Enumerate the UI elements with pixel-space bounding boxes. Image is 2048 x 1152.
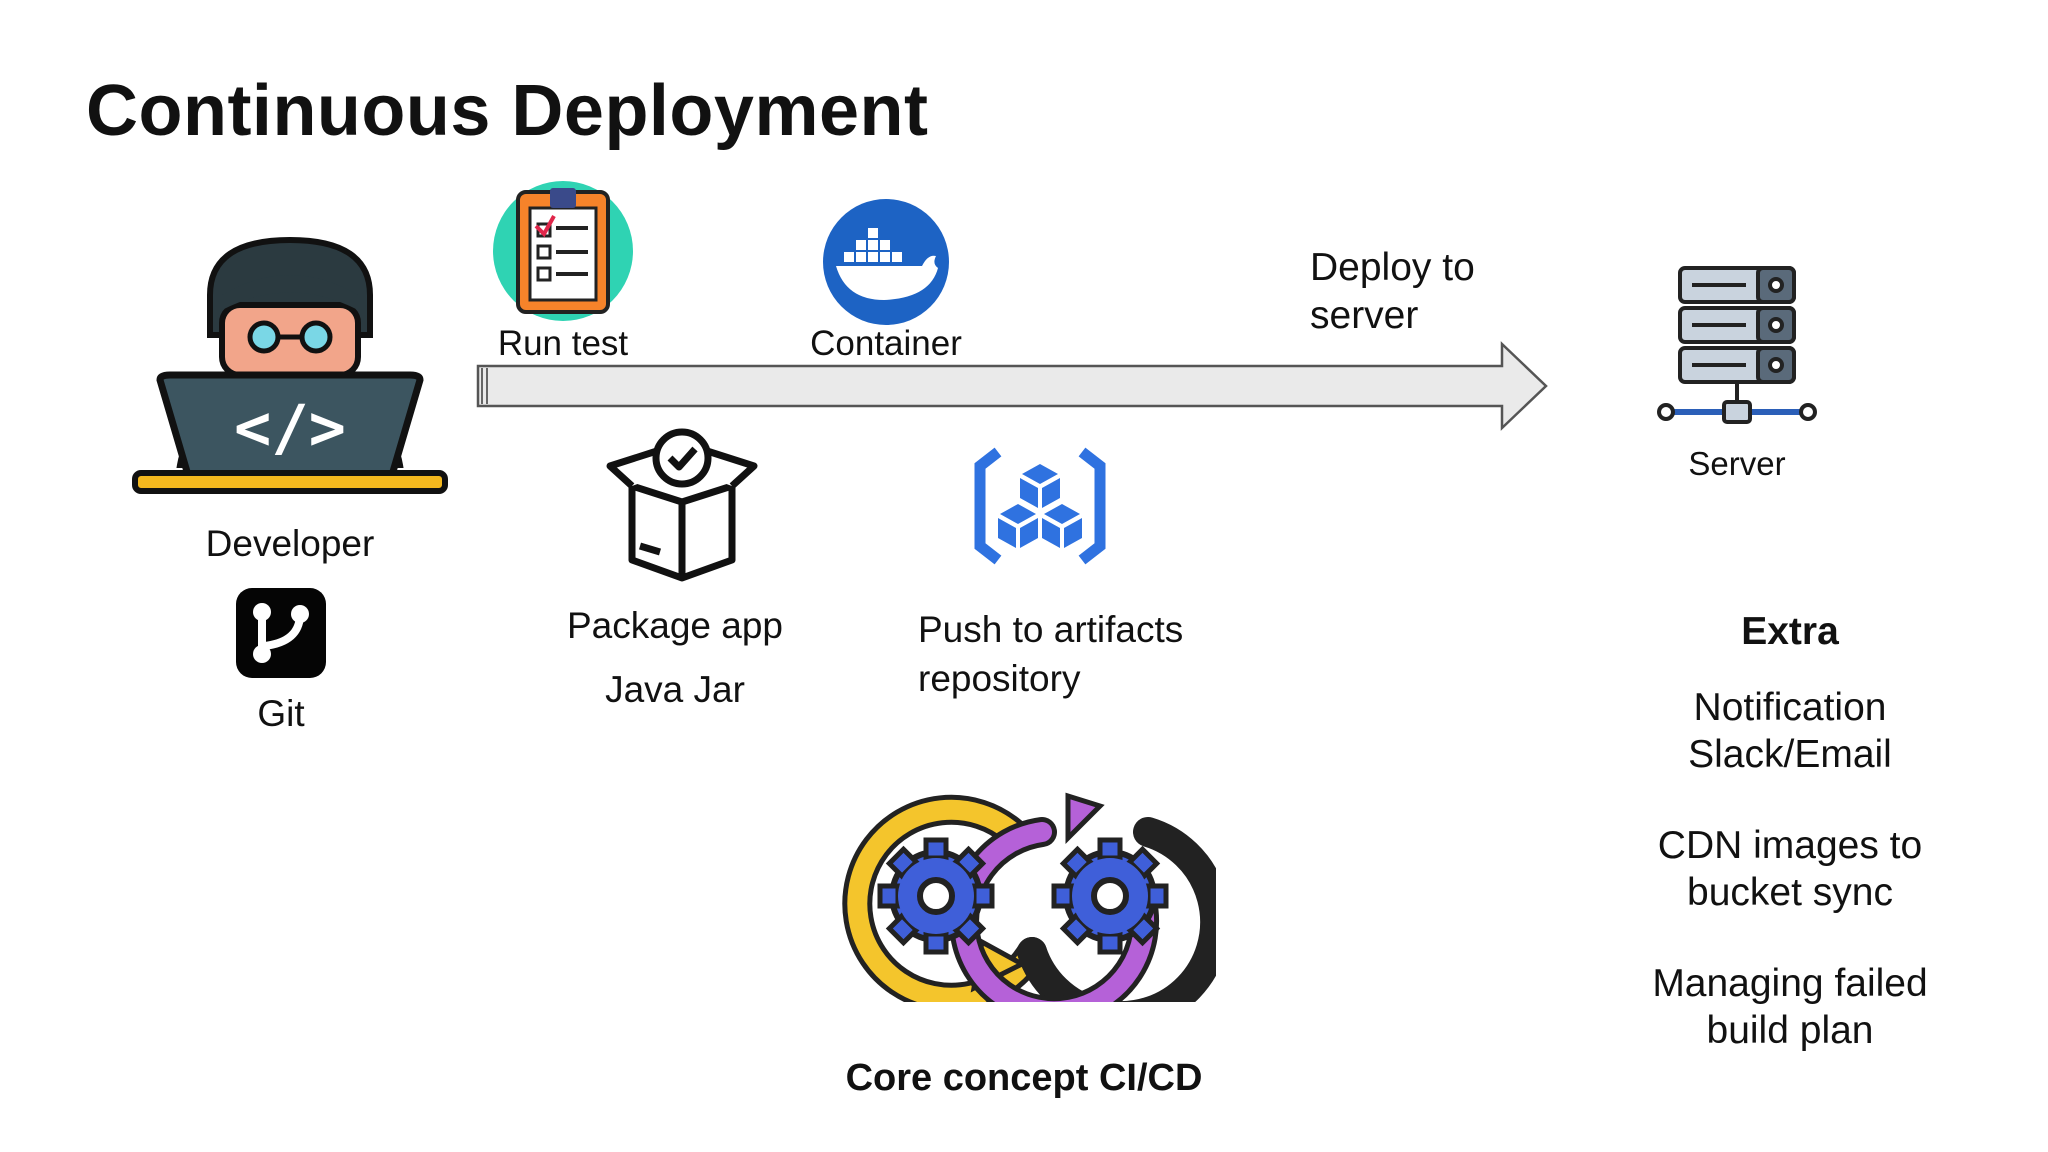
server-label: Server <box>1688 445 1786 482</box>
deploy-label-line1: Deploy to <box>1310 246 1475 289</box>
extra-item-line1: CDN images to <box>1657 824 1923 867</box>
package-box-icon <box>606 428 758 582</box>
run-test-label: Run test <box>497 324 629 363</box>
container-label: Container <box>810 324 962 363</box>
developer-laptop-icon: </> <box>132 236 448 494</box>
deploy-label-line2: server <box>1310 294 1419 337</box>
artifact-registry-icon <box>974 447 1106 565</box>
artifacts-label-line1: Push to artifacts <box>918 609 1184 650</box>
package-label-line2: Java Jar <box>605 669 745 710</box>
server-rack-icon <box>1657 266 1817 424</box>
checklist-icon <box>493 181 633 321</box>
extra-item-line2: build plan <box>1706 1009 1874 1052</box>
extra-item-line1: Managing failed <box>1652 962 1928 1005</box>
deploy-pipeline-arrow <box>476 341 1548 431</box>
extra-heading: Extra <box>1741 610 1839 653</box>
developer-label: Developer <box>205 523 375 564</box>
slide-title: Continuous Deployment <box>86 71 929 151</box>
cicd-gears-icon <box>842 792 1216 1002</box>
svg-text:</>: </> <box>234 391 346 464</box>
git-branch-icon <box>236 588 326 678</box>
artifacts-label-line2: repository <box>918 658 1081 699</box>
core-concept-label: Core concept CI/CD <box>845 1057 1203 1099</box>
extra-item-line2: bucket sync <box>1687 871 1893 914</box>
extra-item-line2: Slack/Email <box>1688 733 1892 776</box>
git-label: Git <box>257 693 305 734</box>
docker-whale-icon <box>823 199 949 325</box>
extra-item-line1: Notification <box>1693 686 1887 729</box>
package-label-line1: Package app <box>566 605 783 646</box>
